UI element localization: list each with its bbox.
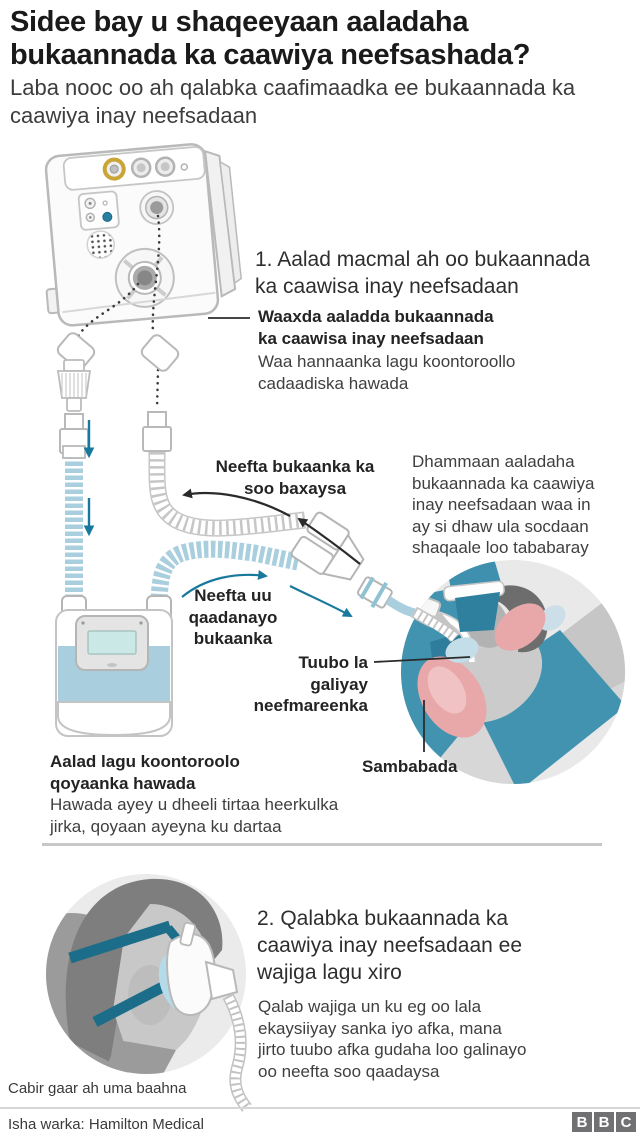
page-title: Sidee bay u shaqeeyaan aaladaha bukaanna… [10,6,531,71]
humidifier-desc: Hawada ayey u dheeli tirtaa heerkulka ji… [50,795,339,836]
footer-divider [0,1107,640,1109]
speaker-grille [86,230,115,259]
exhale-flow-label: Neefta bukaanka ka soo baxaysa [215,457,375,498]
elbow-connector-right [140,334,180,372]
ventilator-part-desc: Waa hannaanka lagu koontoroollo cadaadis… [258,352,516,393]
patient-scene-illustration [401,560,625,784]
machine-side-panel [203,149,237,298]
lungs-label: Sambabada [362,757,458,776]
bbc-logo-letter: B [594,1112,614,1132]
inhale-arrow-1 [181,570,268,598]
y-connector [290,511,460,642]
humidifier-screen [87,630,137,655]
mask-scene-illustration [46,874,252,1112]
section2-heading: 2. Qalabka bukaannada ka caawiya inay ne… [257,907,523,984]
humidifier-base [57,701,171,737]
humidifier-illustration [55,595,173,737]
humidifier-label: Aalad lagu koontoroolo qoyaanka hawada [50,752,240,793]
catheter-connector [356,576,393,609]
dotted-leader-right [151,214,161,336]
bbc-logo-letter: C [616,1112,636,1132]
teal-port-dot [102,211,113,222]
ventilator-part-label: Waaxda aaladda bukaannada ka caawisa ina… [258,307,494,348]
connector-panel [77,190,120,231]
ventilator-machine-illustration [44,143,243,327]
section2-body: Qalab wajiga un ku eg oo lala ekaysiiyay… [258,997,527,1081]
section-divider [42,843,602,846]
doctor-glove [445,637,479,663]
pointer-line-tube [373,656,471,663]
doctor-mask [455,592,500,632]
catheter-tube [411,606,460,642]
bbc-logo: B B C [572,1112,636,1132]
neck [104,1040,176,1074]
section1-heading: 1. Aalad macmal ah oo bukaannada ka caaw… [255,248,591,298]
bacterial-filter [56,359,92,412]
staff-note: Dhammaan aaladaha bukaannada ka caawiya … [412,452,595,557]
breathing-circuit-illustration [56,214,306,620]
humidifier-inlet-tube [62,445,86,620]
inhale-arrow-2 [289,585,353,617]
bbc-logo-letter: B [572,1112,592,1132]
lung-upper [494,603,546,651]
exhale-tube [148,451,306,537]
mask-elbow [204,960,239,1001]
source-credit: Isha warka: Hamilton Medical [8,1116,204,1133]
mask-strap-upper [68,920,172,964]
tube-label: Tuubo la galiyay neefmareenka [253,653,368,715]
cpap-mask [166,933,216,1016]
inhale-tube [150,540,300,609]
mask-caption: Cabir gaar ah uma baahna [8,1080,187,1097]
exhale-arrow-2 [297,517,361,565]
machine-body [44,143,220,327]
page-subtitle: Laba nooc oo ah qalabka caafimaadka ee b… [10,75,576,128]
mask-tube [222,993,252,1112]
exhale-arrow-1 [182,488,291,517]
inhale-flow-label: Neefta uu qaadanayo bukaanka [188,586,278,648]
